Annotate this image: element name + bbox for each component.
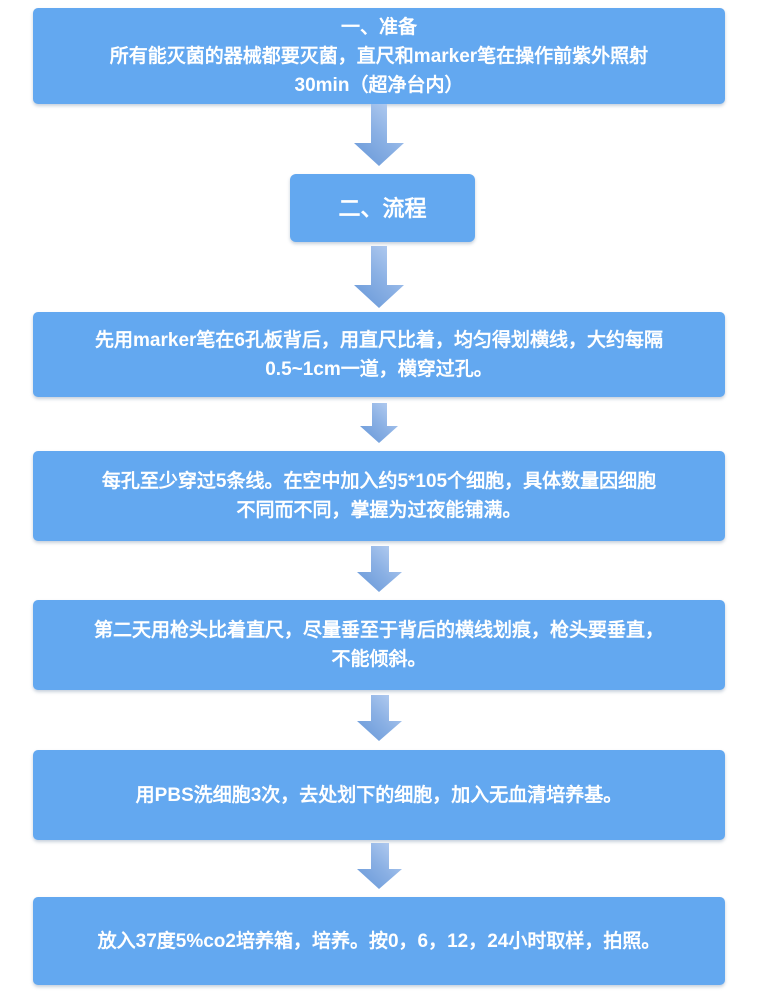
flow-step-seed-cells: 每孔至少穿过5条线。在空中加入约5*105个细胞，具体数量因细胞 不同而不同，掌…: [33, 451, 725, 541]
flow-step-wash-pbs: 用PBS洗细胞3次，去处划下的细胞，加入无血清培养基。: [33, 750, 725, 840]
step-title: 二、流程: [338, 195, 427, 221]
step-text-line: 不能倾斜。: [331, 649, 427, 670]
flow-step-incubate-photograph: 放入37度5%co2培养箱，培养。按0，6，12，24小时取样，拍照。: [33, 897, 725, 985]
flow-step-draw-grid-lines: 先用marker笔在6孔板背后，用直尺比着，均匀得划横线，大约每隔 0.5~1c…: [33, 312, 725, 397]
step-text-line: 每孔至少穿过5条线。在空中加入约5*105个细胞，具体数量因细胞: [101, 471, 657, 492]
step-text-line: 用PBS洗细胞3次，去处划下的细胞，加入无血清培养基。: [135, 784, 623, 806]
down-arrow: [354, 104, 404, 166]
step-title: 一、准备: [340, 16, 417, 38]
step-text-line: 0.5~1cm一道，横穿过孔。: [265, 358, 493, 380]
step-text-line: 第二天用枪头比着直尺，尽量垂至于背后的横线划痕，枪头要垂直，: [93, 620, 664, 641]
step-text-line: 放入37度5%co2培养箱，培养。按0，6，12，24小时取样，拍照。: [97, 930, 661, 952]
flow-step-scratch-wound: 第二天用枪头比着直尺，尽量垂至于背后的横线划痕，枪头要垂直， 不能倾斜。: [33, 600, 725, 690]
step-text-line: 先用marker笔在6孔板背后，用直尺比着，均匀得划横线，大约每隔: [95, 329, 663, 351]
down-arrow: [357, 546, 402, 592]
flow-step-process-header: 二、流程: [290, 174, 475, 242]
down-arrow: [357, 695, 402, 741]
down-arrow: [360, 403, 398, 443]
step-text-line: 不同而不同，掌握为过夜能铺满。: [236, 500, 522, 521]
down-arrow: [354, 246, 404, 308]
step-text-line: 所有能灭菌的器械都要灭菌，直尺和marker笔在操作前紫外照射: [109, 45, 649, 67]
flow-step-preparation: 一、准备 所有能灭菌的器械都要灭菌，直尺和marker笔在操作前紫外照射 30m…: [33, 8, 725, 104]
step-text-line: 30min（超净台内）: [294, 74, 464, 96]
down-arrow: [357, 843, 402, 889]
